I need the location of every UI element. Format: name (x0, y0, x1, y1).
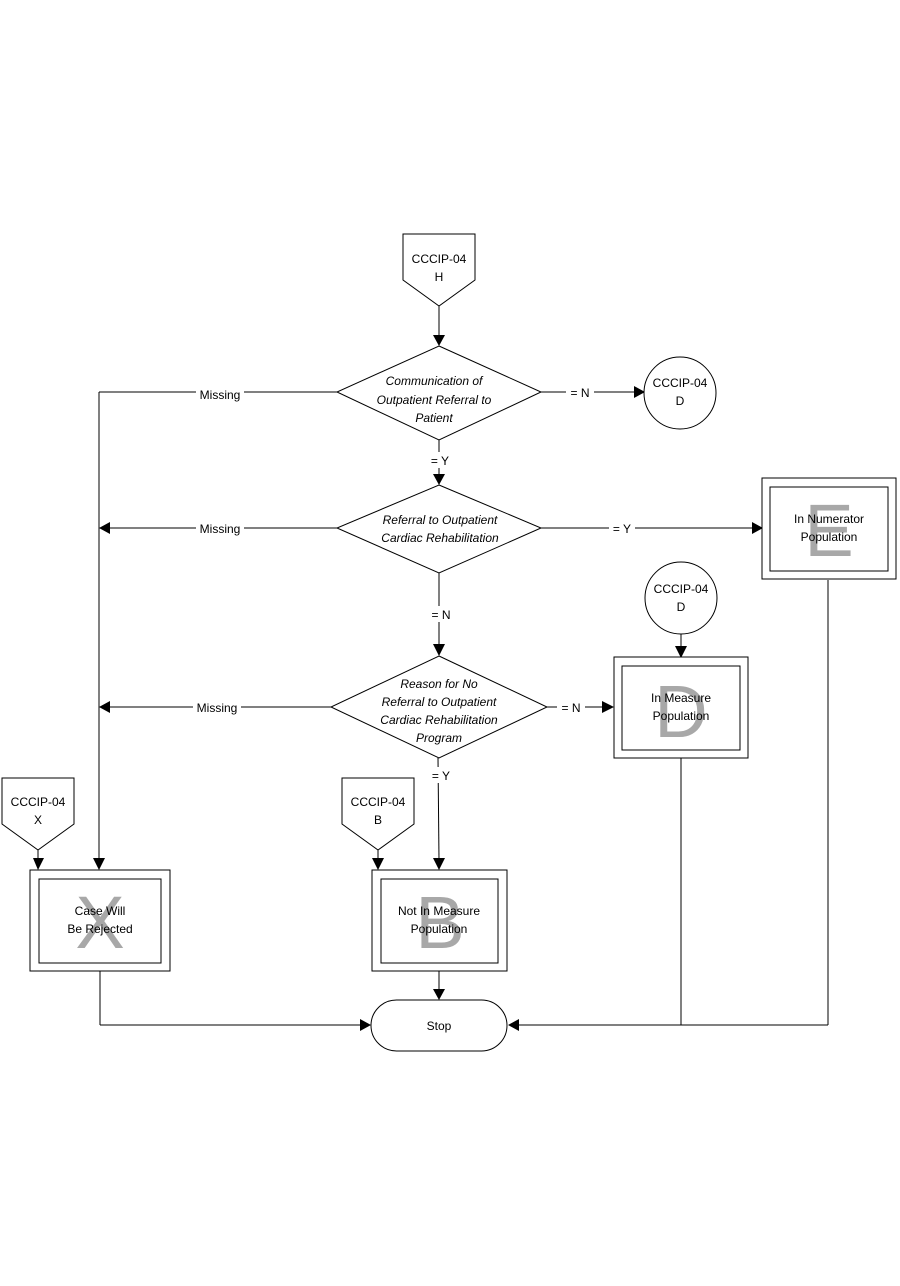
circle-d-mid-line1: CCCIP-04 (654, 582, 709, 596)
decision-communication-line3: Patient (415, 411, 453, 425)
outcome-not-in-measure: B Not In Measure Population (371, 869, 508, 972)
off-page-connector-h: CCCIP-04 H (402, 233, 476, 307)
circle-d-top-line2: D (676, 394, 685, 408)
edge-label-n-2: = N (431, 608, 450, 622)
decision-reason-line4: Program (416, 731, 462, 745)
decision-reason-line2: Referral to Outpatient (382, 695, 497, 709)
outcome-numerator-line2: Population (801, 530, 858, 544)
outcome-numerator-line1: In Numerator (794, 512, 864, 526)
edge-label-n-3: = N (561, 701, 580, 715)
outcome-measure-line2: Population (653, 709, 710, 723)
edge-label-y-2: = Y (613, 522, 631, 536)
outcome-measure: D In Measure Population (613, 656, 749, 759)
circle-connector-d-mid: CCCIP-04 D (644, 561, 718, 635)
connector-h-line1: CCCIP-04 (412, 252, 467, 266)
arrowheads (33, 335, 763, 1031)
connector-b-line1: CCCIP-04 (351, 795, 406, 809)
outcome-rejected-letter: X (75, 881, 124, 964)
terminal-stop-label: Stop (427, 1019, 452, 1033)
edge-label-missing-2: Missing (200, 522, 241, 536)
decision-communication: Communication of Outpatient Referral to … (335, 345, 543, 441)
edge-label-n-1: = N (570, 386, 589, 400)
circle-d-top-line1: CCCIP-04 (653, 376, 708, 390)
outcome-measure-line1: In Measure (651, 691, 711, 705)
edge-label-y-1: = Y (431, 454, 449, 468)
decision-communication-line2: Outpatient Referral to (377, 393, 492, 407)
decision-communication-line1: Communication of (386, 374, 484, 388)
decision-reason: Reason for No Referral to Outpatient Car… (329, 655, 549, 759)
decision-reason-line1: Reason for No (400, 677, 478, 691)
connector-x-line2: X (34, 813, 42, 827)
decision-reason-line3: Cardiac Rehabilitation (380, 713, 498, 727)
outcome-not-in-measure-line2: Population (411, 922, 468, 936)
outcome-rejected: X Case Will Be Rejected (29, 869, 171, 972)
connector-h-line2: H (435, 270, 444, 284)
outcome-not-in-measure-letter: B (415, 881, 464, 964)
connector-x-line1: CCCIP-04 (11, 795, 66, 809)
outcome-numerator: E In Numerator Population (761, 477, 897, 580)
decision-referral: Referral to Outpatient Cardiac Rehabilit… (335, 484, 543, 574)
outcome-rejected-line1: Case Will (75, 904, 126, 918)
outcome-rejected-line2: Be Rejected (67, 922, 132, 936)
off-page-connector-b: CCCIP-04 B (341, 777, 415, 851)
decision-referral-line2: Cardiac Rehabilitation (381, 531, 499, 545)
outcome-measure-letter: D (654, 670, 707, 753)
off-page-connector-x: CCCIP-04 X (1, 777, 75, 851)
edge-label-missing-3: Missing (197, 701, 238, 715)
edge-label-missing-1: Missing (200, 388, 241, 402)
terminal-stop: Stop (370, 999, 508, 1052)
decision-referral-line1: Referral to Outpatient (383, 513, 498, 527)
outcome-numerator-letter: E (804, 489, 853, 572)
outcome-not-in-measure-line1: Not In Measure (398, 904, 480, 918)
connector-b-line2: B (374, 813, 382, 827)
edge-labels: Missing Missing Missing = N = Y = Y = N … (193, 384, 635, 783)
circle-connector-d-top: CCCIP-04 D (643, 356, 717, 430)
edge-label-y-3: = Y (432, 769, 450, 783)
circle-d-mid-line2: D (677, 600, 686, 614)
